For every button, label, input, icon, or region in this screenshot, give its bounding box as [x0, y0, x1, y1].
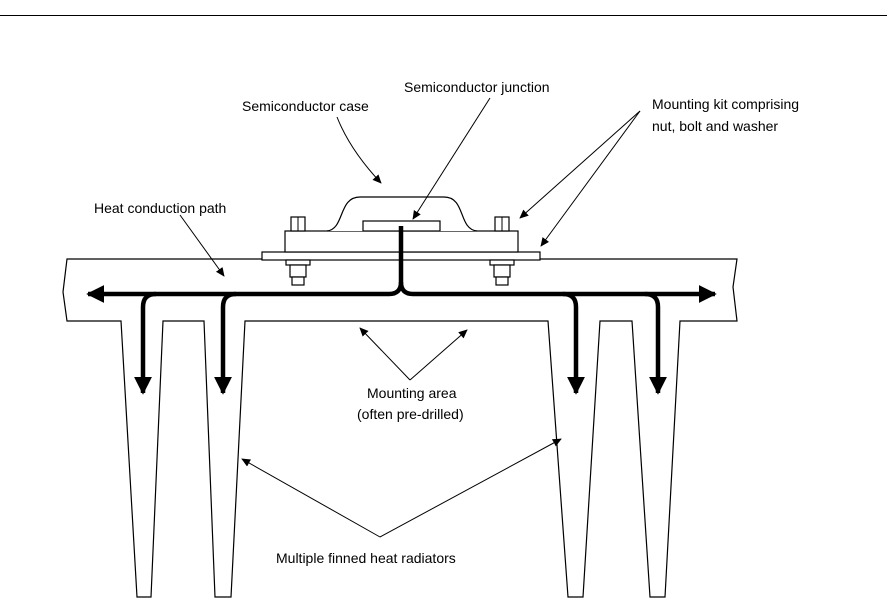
heat-path-pointer: [179, 214, 225, 277]
kit-pointer-bolt: [519, 110, 641, 219]
left-bolt-end: [291, 276, 305, 286]
heat-path-fin-3: [562, 291, 585, 395]
mounting-kit-label-line2: nut, bolt and washer: [652, 118, 778, 134]
mounting-area-label-line2: (often pre-drilled): [357, 406, 464, 422]
junction-pointer: [412, 97, 491, 220]
heat-path-right: [398, 281, 717, 303]
heat-path-fin-2: [214, 291, 237, 395]
junction-label: Semiconductor junction: [404, 79, 550, 95]
right-bolt-end: [495, 276, 509, 286]
radiators-pointer-left: [241, 458, 381, 538]
mounting-kit-label-line1: Mounting kit comprising: [652, 96, 799, 112]
radiators-pointer-right: [379, 438, 562, 538]
right-nut: [493, 264, 511, 278]
top-rule: [0, 15, 887, 16]
right-washer: [489, 259, 515, 266]
heat-path-label: Heat conduction path: [94, 200, 226, 216]
heatsink-body: [62, 258, 738, 598]
mounting-area-pointer-right: [409, 329, 468, 381]
kit-pointer-flange: [540, 110, 641, 247]
left-washer: [285, 259, 311, 266]
mounting-area-label-line1: Mounting area: [367, 385, 457, 401]
mounting-area-pointer-left: [359, 327, 411, 381]
left-nut: [289, 264, 307, 278]
case-label: Semiconductor case: [242, 98, 369, 114]
heat-path-fin-4: [644, 291, 667, 395]
radiators-label: Multiple finned heat radiators: [276, 550, 456, 566]
case-pointer: [336, 116, 382, 184]
heat-path-fin-1: [134, 291, 157, 395]
